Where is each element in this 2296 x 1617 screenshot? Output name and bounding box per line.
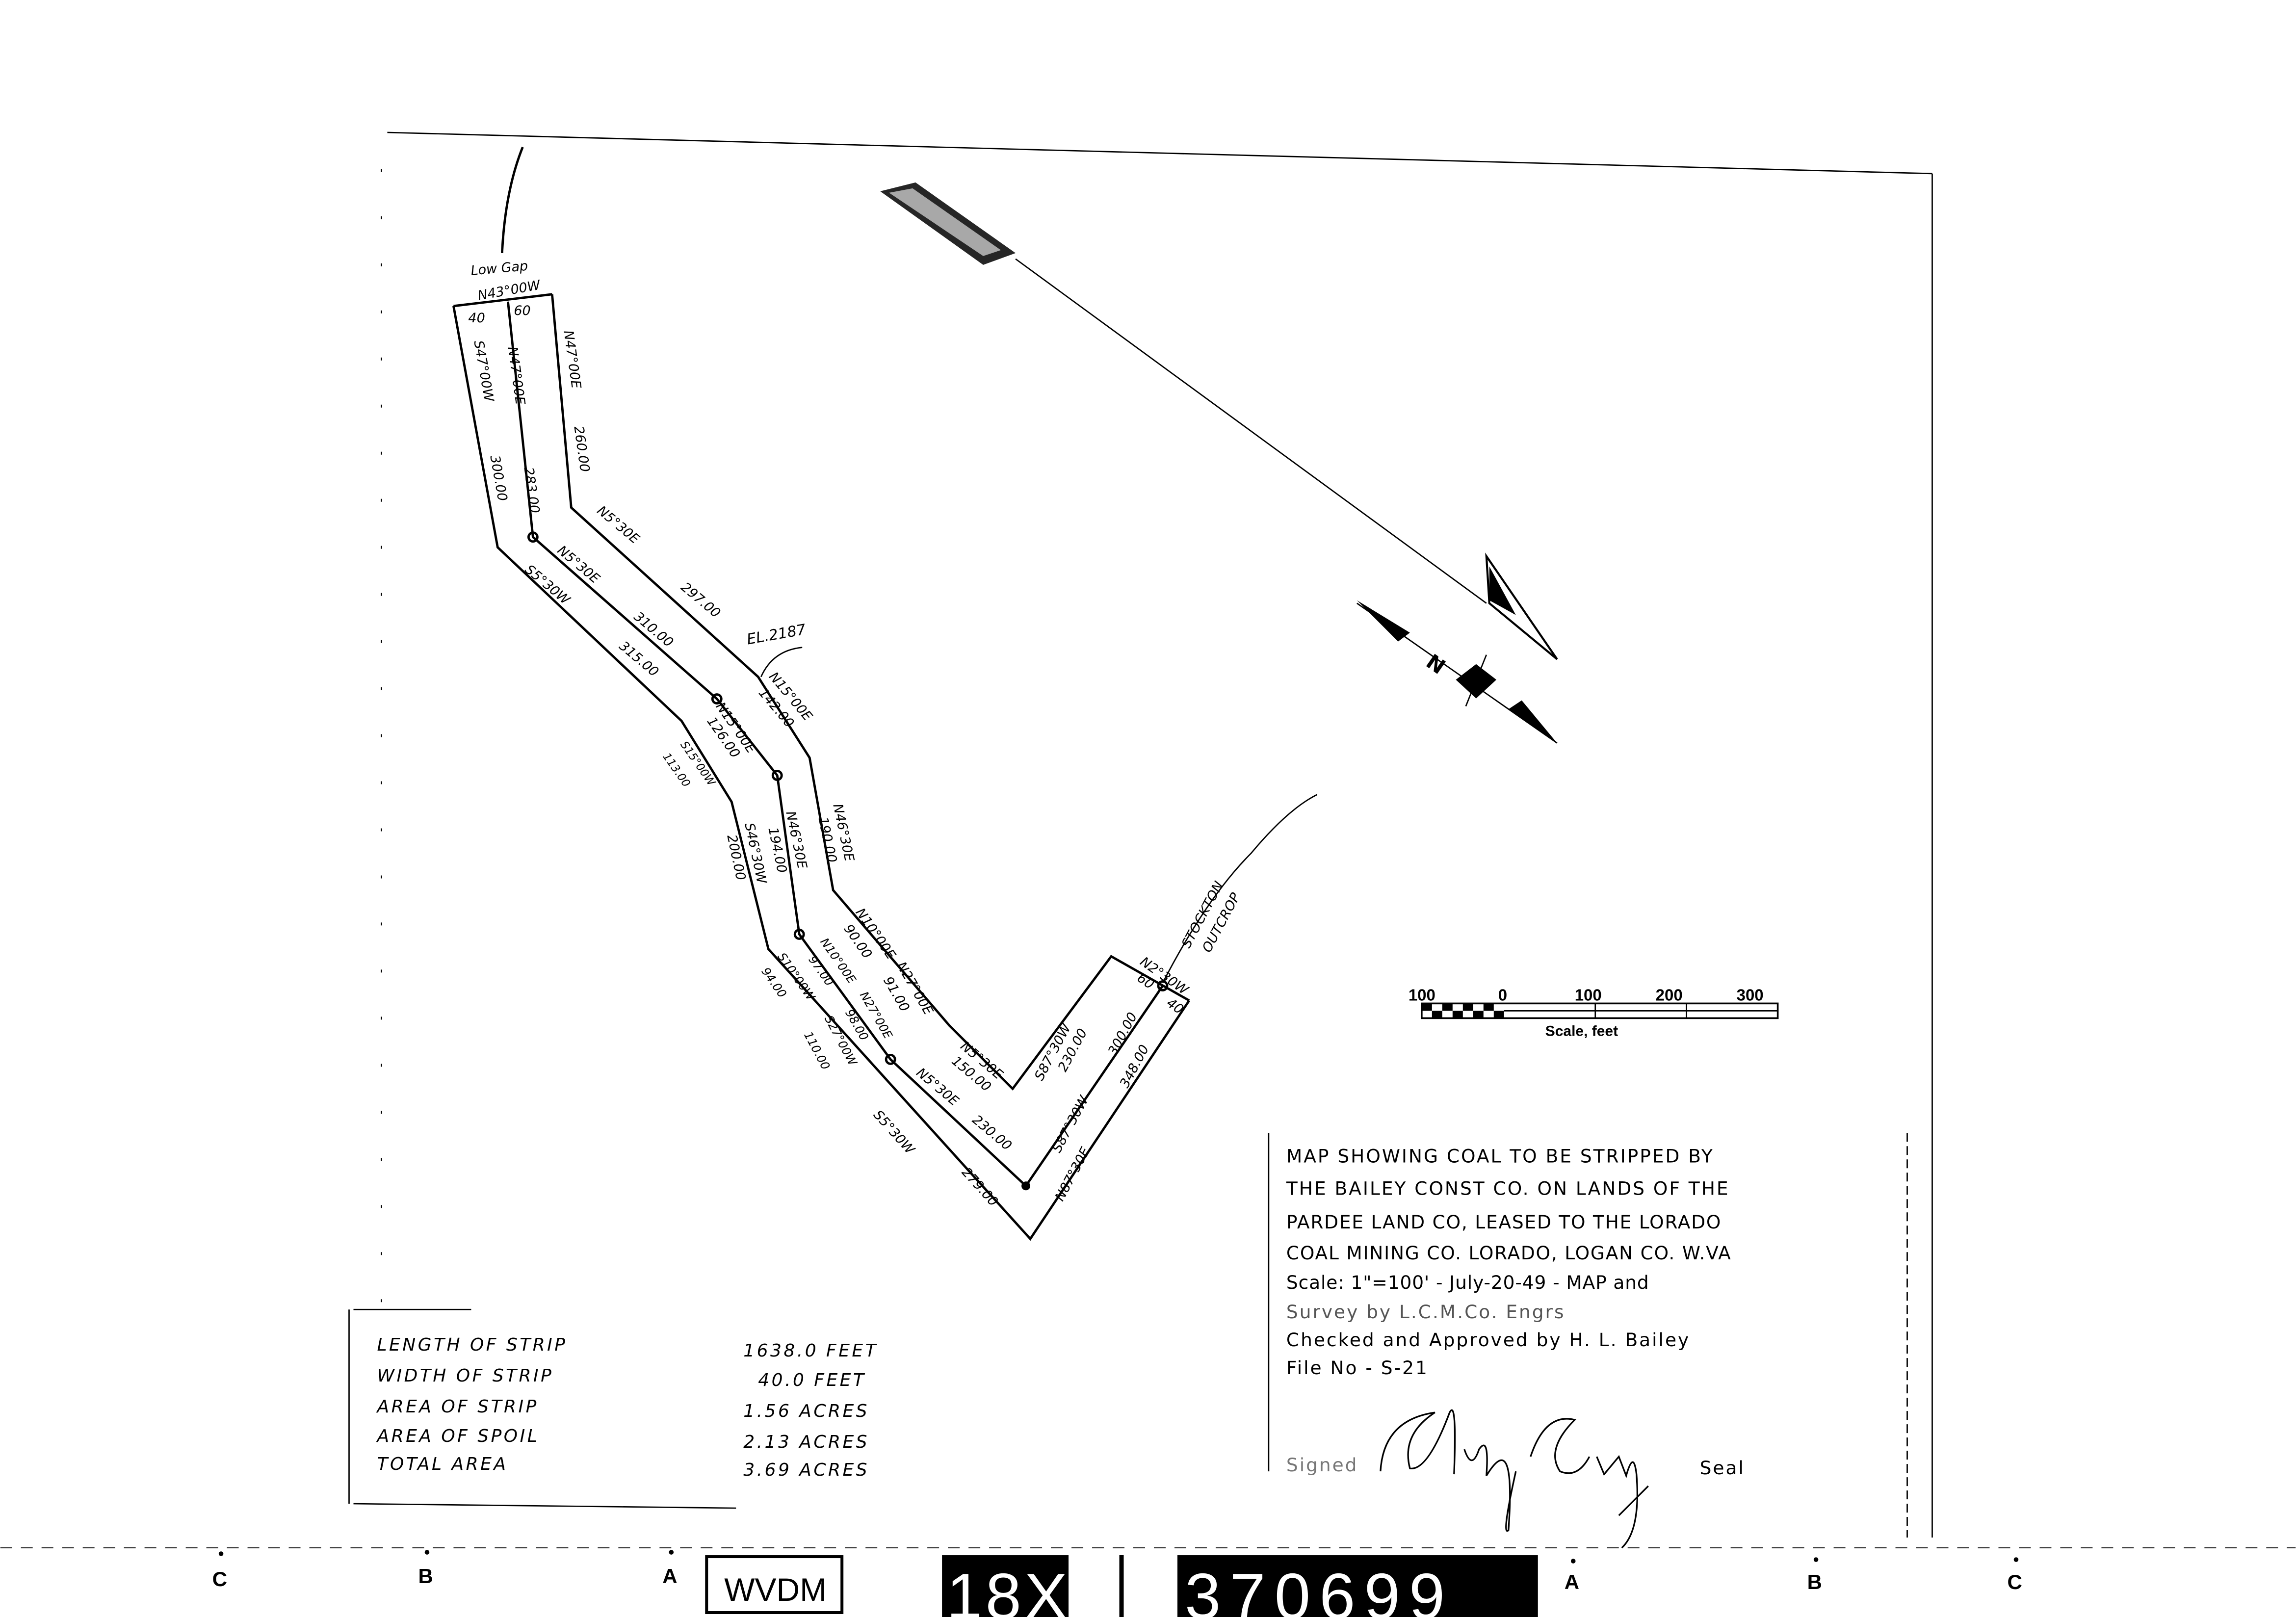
register-mark: B [1807, 1570, 1822, 1593]
course-bearing: N87°30E [1052, 1145, 1093, 1204]
scale-label: Scale, feet [1545, 1023, 1618, 1039]
top-width-1: 40 [468, 311, 485, 326]
north-arrow-icon: N [1357, 600, 1558, 744]
low-gap-road [501, 147, 524, 253]
row-value: 40.0 FEET [758, 1370, 866, 1390]
property-line [880, 182, 1558, 660]
frame-number: 370699 [1185, 1560, 1454, 1617]
north-label: N [1422, 650, 1450, 679]
title-line: COAL MINING CO. LORADO, LOGAN CO. W.VA [1286, 1242, 1732, 1264]
signature [1380, 1409, 1649, 1549]
course-bearing: N5°30E [554, 543, 602, 586]
scale-tick: 100 [1409, 986, 1435, 1004]
course-distance: 283.00 [521, 466, 542, 514]
elevation-label: EL.2187 [746, 621, 808, 649]
course-distance: 230.00 [969, 1112, 1015, 1153]
title-line: Scale: 1"=100' - July-20-49 - MAP and [1286, 1272, 1649, 1293]
course-distance: 297.00 [678, 579, 723, 621]
scale-tick: 300 [1737, 986, 1764, 1004]
course-distance: 110.00 [801, 1029, 833, 1072]
scale-bar: 100 0 100 200 300 Scale, feet [1409, 986, 1779, 1039]
archive-label: WVDM [724, 1571, 827, 1608]
stockton-outcrop-line [1162, 794, 1318, 984]
title-line: File No - S-21 [1286, 1357, 1429, 1379]
course-bearing: N47°00E [504, 345, 527, 406]
summary-table: LENGTH OF STRIP 1638.0 FEET WIDTH OF STR… [348, 1308, 878, 1509]
register-mark: A [662, 1565, 677, 1588]
row-label: AREA OF STRIP [376, 1397, 538, 1417]
elevation-arrow [760, 647, 803, 678]
register-mark: B [418, 1565, 433, 1588]
low-gap-label: Low Gap [470, 259, 528, 279]
reduction-label: 18X [946, 1560, 1070, 1617]
course-bearing: S5°30W [870, 1107, 918, 1158]
course-bearing: N47°00E [560, 329, 583, 390]
row-label: WIDTH OF STRIP [377, 1366, 553, 1386]
scale-tick: 100 [1575, 986, 1602, 1004]
drawing-border [381, 131, 1933, 1538]
survey-stations [527, 531, 1169, 1191]
signed-label: Signed [1286, 1454, 1358, 1476]
course-bearing: S47°00W [471, 339, 497, 404]
course-bearing: N5°30E [594, 503, 642, 547]
seal-label: Seal [1700, 1457, 1745, 1479]
row-value: 3.69 ACRES [743, 1460, 869, 1480]
title-line: Checked and Approved by H. L. Bailey [1286, 1329, 1690, 1351]
row-label: AREA OF SPOIL [376, 1426, 539, 1446]
title-line: PARDEE LAND CO, LEASED TO THE LORADO [1286, 1211, 1722, 1233]
course-distance: 300.00 [487, 454, 510, 502]
row-label: TOTAL AREA [377, 1454, 508, 1474]
title-block: MAP SHOWING COAL TO BE STRIPPED BY THE B… [1268, 1133, 1908, 1549]
register-mark: C [212, 1567, 227, 1591]
end-width-2: 40 [1164, 995, 1186, 1017]
register-mark: A [1565, 1570, 1579, 1593]
course-bearing: S5°30W [522, 562, 573, 608]
strip-outline [452, 293, 1190, 1241]
top-width-2: 60 [514, 303, 530, 318]
scale-tick: 0 [1498, 986, 1507, 1004]
scale-tick: 200 [1656, 986, 1683, 1004]
row-value: 1.56 ACRES [743, 1401, 869, 1421]
title-line: THE BAILEY CONST CO. ON LANDS OF THE [1286, 1177, 1730, 1199]
course-distance: 260.00 [571, 425, 592, 473]
title-line: MAP SHOWING COAL TO BE STRIPPED BY [1286, 1145, 1714, 1167]
course-distance: 279.00 [959, 1165, 1001, 1209]
row-value: 1638.0 FEET [743, 1341, 878, 1361]
row-value: 2.13 ACRES [743, 1432, 869, 1452]
row-label: LENGTH OF STRIP [377, 1335, 567, 1355]
course-bearing: S87°30W [1049, 1093, 1092, 1155]
register-mark: C [2007, 1570, 2022, 1593]
film-strip: C B A WVDM 18X 370699 A B C [0, 1547, 2296, 1617]
title-line: Survey by L.C.M.Co. Engrs [1286, 1301, 1565, 1323]
